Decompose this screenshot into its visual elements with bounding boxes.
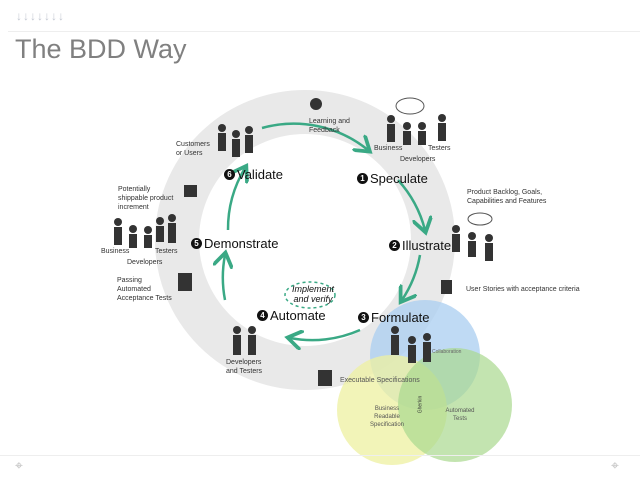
step-label: Automate — [270, 308, 326, 323]
dev-testers-label: Developers and Testers — [226, 359, 263, 375]
implement-label: Implement and verify — [291, 284, 335, 304]
implement-dashed-circle — [284, 281, 336, 309]
venn-overlap-label: Gherkin — [417, 395, 424, 414]
step-label: Demonstrate — [204, 236, 279, 251]
people-icons — [114, 98, 493, 386]
backlog-label: Product Backlog, Goals, Capabilities and… — [467, 189, 547, 205]
divider — [0, 455, 640, 456]
formulate-people-icon — [391, 326, 431, 363]
customers-label: Customers or Users — [176, 141, 210, 157]
step-label: Speculate — [370, 171, 428, 186]
step-number: 6 — [224, 169, 235, 180]
business-label: Business — [101, 248, 130, 255]
venn-green-label: Automated Tests — [445, 408, 475, 422]
developers-label: Developers — [127, 259, 163, 266]
business-label: Business — [374, 145, 403, 152]
page-title: The BDD Way — [15, 34, 187, 64]
step-label: Formulate — [371, 310, 430, 325]
learning-label: Learning and Feedback — [309, 118, 350, 134]
testers-label: Testers — [428, 145, 451, 152]
developers-label: Developers — [400, 156, 436, 163]
step-number: 2 — [389, 240, 400, 251]
divider — [8, 31, 640, 32]
step-number: 1 — [357, 173, 368, 184]
venn-yellow-label: Business Readable Specification — [369, 406, 405, 428]
exec-specs-document-icon — [318, 370, 332, 386]
stories-document-icon — [441, 280, 452, 294]
cycle-arrows — [223, 122, 425, 340]
learning-clock-icon — [310, 98, 322, 110]
step-number: 3 — [358, 312, 369, 323]
package-icon — [184, 185, 197, 197]
speculate-people-icon — [387, 114, 446, 145]
automate-people-icon — [233, 326, 256, 355]
step-number: 5 — [191, 238, 202, 249]
venn-blue-label: Collaboration — [432, 349, 462, 355]
step-label: Validate — [237, 167, 284, 182]
stories-label: User Stories with acceptance criteria — [466, 286, 580, 293]
crosshair-icon: ⌖ — [611, 457, 619, 473]
venn-green — [398, 348, 512, 462]
cycle-ring — [155, 90, 455, 390]
step-number: 4 — [257, 310, 268, 321]
shippable-label: Potentially shippable product increment — [118, 186, 174, 211]
passing-tests-label: Passing Automated Acceptance Tests — [117, 277, 172, 302]
clipboard-icon — [178, 273, 192, 291]
arrow-decoration: ↓↓↓↓↓↓↓ — [16, 9, 65, 23]
testers-label: Testers — [155, 248, 178, 255]
speech-bubble-icon — [395, 97, 425, 115]
speech-bubble-icon — [467, 212, 493, 226]
illustrate-people-icon — [452, 225, 493, 261]
demonstrate-people-icon — [114, 214, 176, 248]
crosshair-icon: ⌖ — [15, 457, 23, 473]
customers-people-icon — [218, 124, 253, 157]
step-label: Illustrate — [402, 238, 452, 253]
exec-specs-label: Executable Specifications — [340, 377, 420, 384]
